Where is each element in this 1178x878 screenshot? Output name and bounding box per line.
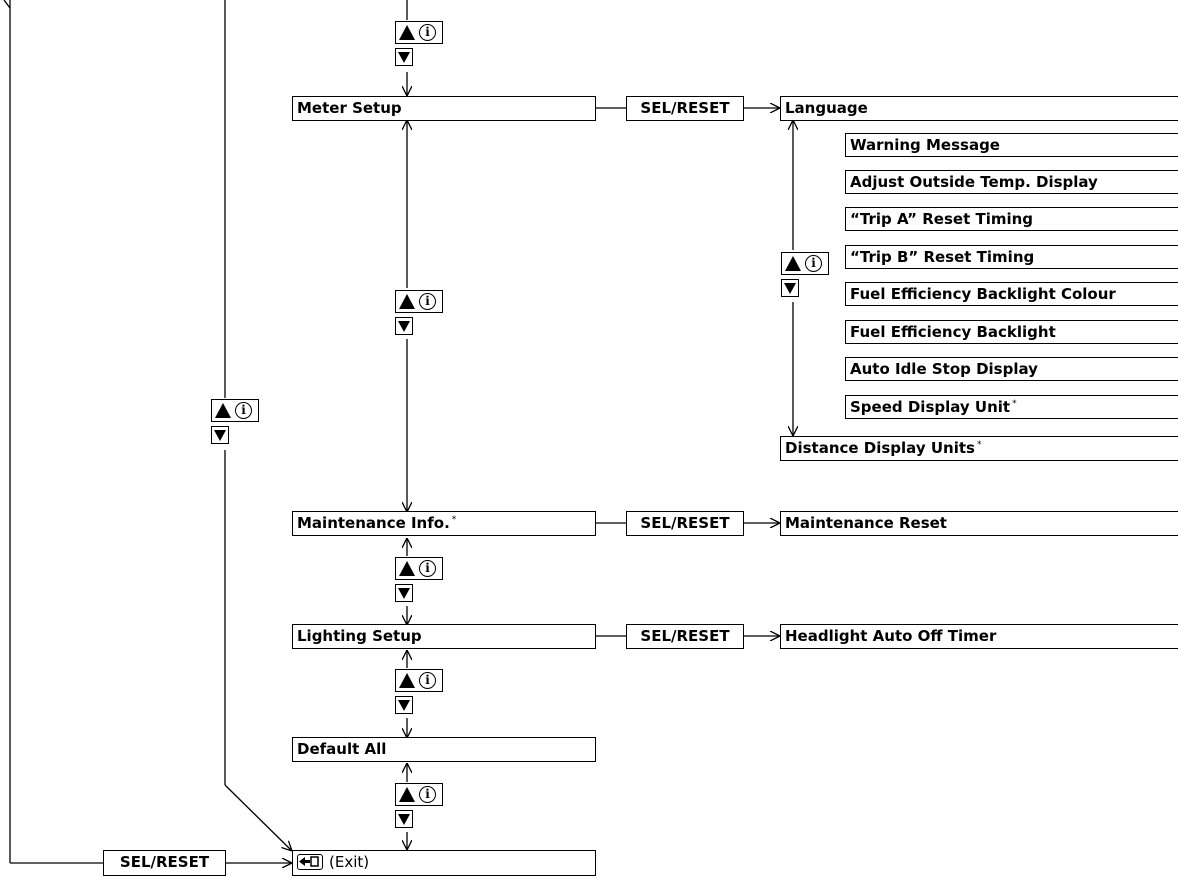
sel-reset-button-meter[interactable]: SEL/RESET (626, 96, 744, 121)
exit-label: (Exit) (329, 853, 370, 871)
default-all-item[interactable]: Default All (292, 737, 596, 762)
trip-a-label: “Trip A” Reset Timing (850, 210, 1034, 228)
down-triangle-icon (398, 588, 410, 599)
sel-reset-button-lighting[interactable]: SEL/RESET (626, 624, 744, 649)
up-info-button[interactable]: i (395, 21, 443, 44)
down-button[interactable] (395, 810, 413, 828)
up-triangle-icon (399, 787, 415, 802)
up-info-button[interactable]: i (781, 252, 829, 275)
exit-item[interactable]: (Exit) (292, 850, 596, 876)
language-item[interactable]: Language (780, 96, 1178, 121)
info-icon: i (419, 786, 436, 803)
auto-idle-label: Auto Idle Stop Display (850, 360, 1038, 378)
trip-a-item[interactable]: “Trip A” Reset Timing (845, 207, 1178, 231)
sel-reset-label: SEL/RESET (640, 514, 730, 532)
up-triangle-icon (399, 673, 415, 688)
sel-reset-label: SEL/RESET (640, 99, 730, 117)
asterisk-mark: * (976, 440, 982, 450)
fuel-backlight-item[interactable]: Fuel Efficiency Backlight (845, 320, 1178, 344)
up-triangle-icon (399, 294, 415, 309)
down-triangle-icon (398, 321, 410, 332)
distance-units-label: Distance Display Units (785, 439, 975, 457)
warning-message-item[interactable]: Warning Message (845, 133, 1178, 157)
down-triangle-icon (398, 52, 410, 63)
down-button[interactable] (781, 279, 799, 297)
info-icon: i (235, 402, 252, 419)
distance-units-item[interactable]: Distance Display Units* (780, 436, 1178, 461)
down-triangle-icon (398, 814, 410, 825)
up-triangle-icon (399, 25, 415, 40)
lighting-setup-label: Lighting Setup (297, 627, 422, 645)
down-triangle-icon (398, 700, 410, 711)
up-info-button[interactable]: i (211, 399, 259, 422)
info-icon: i (419, 293, 436, 310)
sel-reset-button-exit[interactable]: SEL/RESET (103, 850, 226, 876)
down-triangle-icon (214, 430, 226, 441)
down-triangle-icon (784, 283, 796, 294)
sel-reset-label: SEL/RESET (119, 853, 210, 871)
up-info-button[interactable]: i (395, 783, 443, 806)
up-triangle-icon (215, 403, 231, 418)
headlight-timer-label: Headlight Auto Off Timer (785, 627, 997, 645)
down-button[interactable] (395, 48, 413, 66)
down-button[interactable] (211, 426, 229, 444)
speed-unit-label: Speed Display Unit (850, 398, 1011, 416)
maintenance-info-item[interactable]: Maintenance Info.* (292, 511, 596, 536)
asterisk-mark: * (1012, 399, 1017, 409)
up-triangle-icon (399, 561, 415, 576)
maintenance-info-label: Maintenance Info. (297, 514, 450, 532)
info-icon: i (419, 672, 436, 689)
language-label: Language (785, 99, 868, 117)
maintenance-reset-label: Maintenance Reset (785, 514, 947, 532)
auto-idle-item[interactable]: Auto Idle Stop Display (845, 357, 1178, 381)
meter-setup-item[interactable]: Meter Setup (292, 96, 596, 121)
up-info-button[interactable]: i (395, 290, 443, 313)
lighting-setup-item[interactable]: Lighting Setup (292, 624, 596, 649)
up-info-button[interactable]: i (395, 557, 443, 580)
info-icon: i (419, 24, 436, 41)
up-info-button[interactable]: i (395, 669, 443, 692)
warning-message-label: Warning Message (850, 136, 1000, 154)
fuel-colour-item[interactable]: Fuel Efficiency Backlight Colour (845, 282, 1178, 306)
sel-reset-button-maintenance[interactable]: SEL/RESET (626, 511, 744, 536)
asterisk-mark: * (451, 515, 457, 525)
default-all-label: Default All (297, 740, 387, 758)
exit-arrow-icon (297, 853, 323, 870)
down-button[interactable] (395, 584, 413, 602)
sel-reset-label: SEL/RESET (640, 627, 730, 645)
up-triangle-icon (785, 256, 801, 271)
fuel-backlight-label: Fuel Efficiency Backlight (850, 323, 1056, 341)
adjust-outside-temp-label: Adjust Outside Temp. Display (850, 173, 1098, 191)
down-button[interactable] (395, 696, 413, 714)
maintenance-reset-item[interactable]: Maintenance Reset (780, 511, 1178, 536)
fuel-colour-label: Fuel Efficiency Backlight Colour (850, 285, 1116, 303)
info-icon: i (419, 560, 436, 577)
trip-b-label: “Trip B” Reset Timing (850, 248, 1035, 266)
headlight-timer-item[interactable]: Headlight Auto Off Timer (780, 624, 1178, 649)
meter-setup-label: Meter Setup (297, 99, 402, 117)
speed-unit-item[interactable]: Speed Display Unit* (845, 395, 1178, 419)
adjust-outside-temp-item[interactable]: Adjust Outside Temp. Display (845, 170, 1178, 194)
trip-b-item[interactable]: “Trip B” Reset Timing (845, 245, 1178, 269)
down-button[interactable] (395, 317, 413, 335)
info-icon: i (805, 255, 822, 272)
